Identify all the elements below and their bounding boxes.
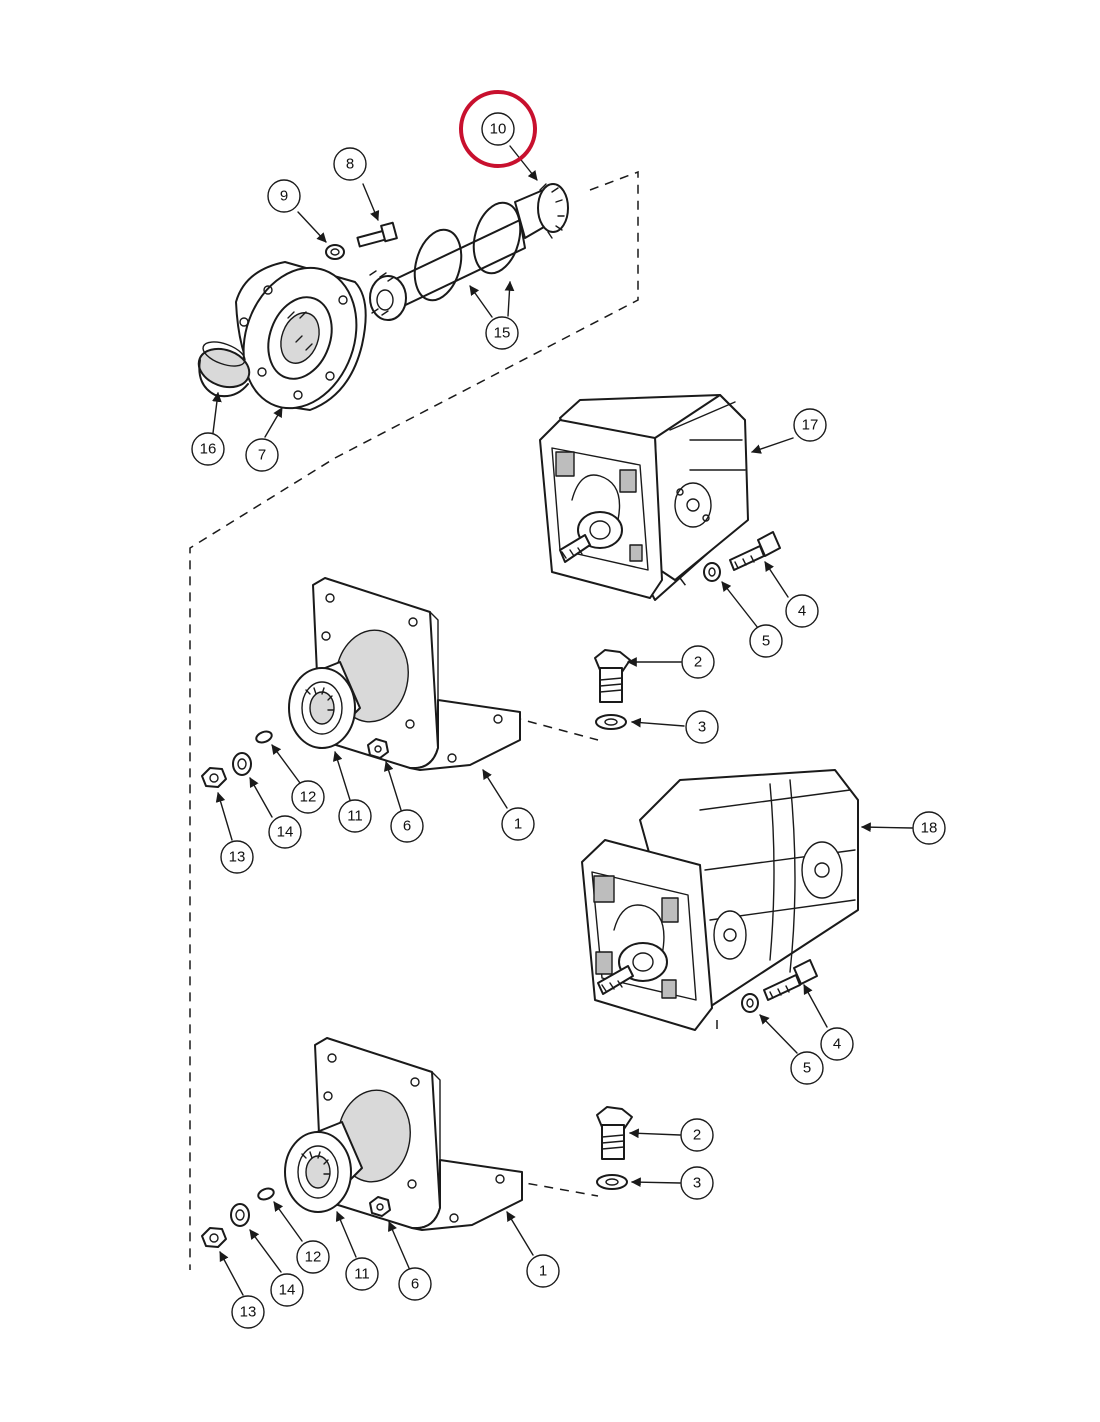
svg-text:17: 17	[802, 417, 819, 434]
callout-16[interactable]: 16	[191, 432, 225, 466]
svg-text:13: 13	[229, 849, 246, 866]
callout-3-lower[interactable]: 3	[680, 1166, 714, 1200]
svg-text:6: 6	[411, 1276, 419, 1293]
callout-15[interactable]: 15	[485, 316, 519, 350]
nut-item-6-lower	[369, 1196, 391, 1217]
svg-text:14: 14	[279, 1282, 296, 1299]
lockwasher-item-14-upper	[232, 752, 252, 776]
washer-item-3-lower	[596, 1174, 628, 1190]
callout-1-lower[interactable]: 1	[526, 1254, 560, 1288]
callout-3-upper[interactable]: 3	[685, 710, 719, 744]
coupling-sleeve-item-11-upper	[288, 661, 361, 749]
callout-1-upper[interactable]: 1	[501, 807, 535, 841]
callout-9[interactable]: 9	[267, 179, 301, 213]
nut-item-13-upper	[201, 767, 227, 788]
svg-text:11: 11	[354, 1266, 370, 1283]
svg-text:4: 4	[798, 603, 806, 620]
svg-text:8: 8	[346, 156, 354, 173]
callout-11-upper[interactable]: 11	[338, 799, 372, 833]
callout-4-upper[interactable]: 4	[785, 594, 819, 628]
svg-text:10: 10	[490, 121, 507, 138]
callout-13-upper[interactable]: 13	[220, 840, 254, 874]
callout-7[interactable]: 7	[245, 438, 279, 472]
svg-text:3: 3	[693, 1175, 701, 1192]
svg-text:3: 3	[698, 719, 706, 736]
callout-14-lower[interactable]: 14	[270, 1273, 304, 1307]
callout-14-upper[interactable]: 14	[268, 815, 302, 849]
svg-text:15: 15	[494, 325, 511, 342]
callout-12-lower[interactable]: 12	[296, 1240, 330, 1274]
highlight-ring	[459, 90, 537, 168]
svg-text:14: 14	[277, 824, 294, 841]
callout-17[interactable]: 17	[793, 408, 827, 442]
svg-text:11: 11	[347, 808, 363, 825]
svg-text:16: 16	[200, 441, 217, 458]
callout-5-upper[interactable]: 5	[749, 624, 783, 658]
callout-11-lower[interactable]: 11	[345, 1257, 379, 1291]
svg-text:12: 12	[300, 789, 317, 806]
svg-text:5: 5	[762, 633, 770, 650]
callout-8[interactable]: 8	[333, 147, 367, 181]
svg-text:1: 1	[539, 1263, 547, 1280]
svg-text:2: 2	[694, 654, 702, 671]
callout-10[interactable]: 10	[481, 112, 515, 146]
washer-item-5-upper	[703, 562, 721, 582]
svg-text:18: 18	[921, 820, 938, 837]
washer-item-5-lower	[741, 993, 759, 1013]
svg-text:7: 7	[258, 447, 266, 464]
bolt-item-2-upper	[594, 649, 631, 703]
svg-text:5: 5	[803, 1060, 811, 1077]
svg-text:4: 4	[833, 1036, 841, 1053]
nut-item-9	[325, 244, 345, 260]
key-item-12-lower	[257, 1187, 275, 1201]
callout-13-lower[interactable]: 13	[231, 1295, 265, 1329]
callout-5-lower[interactable]: 5	[790, 1051, 824, 1085]
hydraulic-pump-item-17	[539, 394, 749, 601]
o-rings-item-15	[413, 201, 522, 302]
callout-4-lower[interactable]: 4	[820, 1027, 854, 1061]
tandem-pump-item-18	[581, 769, 859, 1031]
callout-12-upper[interactable]: 12	[291, 780, 325, 814]
callout-18[interactable]: 18	[912, 811, 946, 845]
key-item-12-upper	[255, 730, 273, 744]
lockwasher-item-14-lower	[230, 1203, 250, 1227]
svg-text:13: 13	[240, 1304, 257, 1321]
bolt-item-4-upper	[729, 531, 781, 571]
callout-6-upper[interactable]: 6	[390, 809, 424, 843]
washer-item-3-upper	[595, 714, 627, 730]
svg-text:2: 2	[693, 1127, 701, 1144]
svg-text:9: 9	[280, 188, 288, 205]
leader-arrows	[212, 145, 913, 1296]
callout-2-upper[interactable]: 2	[681, 645, 715, 679]
bolt-item-2-lower	[596, 1106, 633, 1160]
flange-coupling	[235, 261, 367, 411]
callout-6-lower[interactable]: 6	[398, 1267, 432, 1301]
nut-item-6-upper	[367, 738, 389, 759]
svg-text:6: 6	[403, 818, 411, 835]
svg-text:12: 12	[305, 1249, 322, 1266]
svg-text:1: 1	[514, 816, 522, 833]
bolt-item-8	[356, 221, 398, 248]
nut-item-13-lower	[201, 1227, 227, 1248]
bolt-item-4-lower	[763, 959, 818, 1001]
drive-shaft-item-10	[369, 183, 569, 321]
callout-2-lower[interactable]: 2	[680, 1118, 714, 1152]
coupling-sleeve-item-11-lower	[284, 1121, 363, 1213]
